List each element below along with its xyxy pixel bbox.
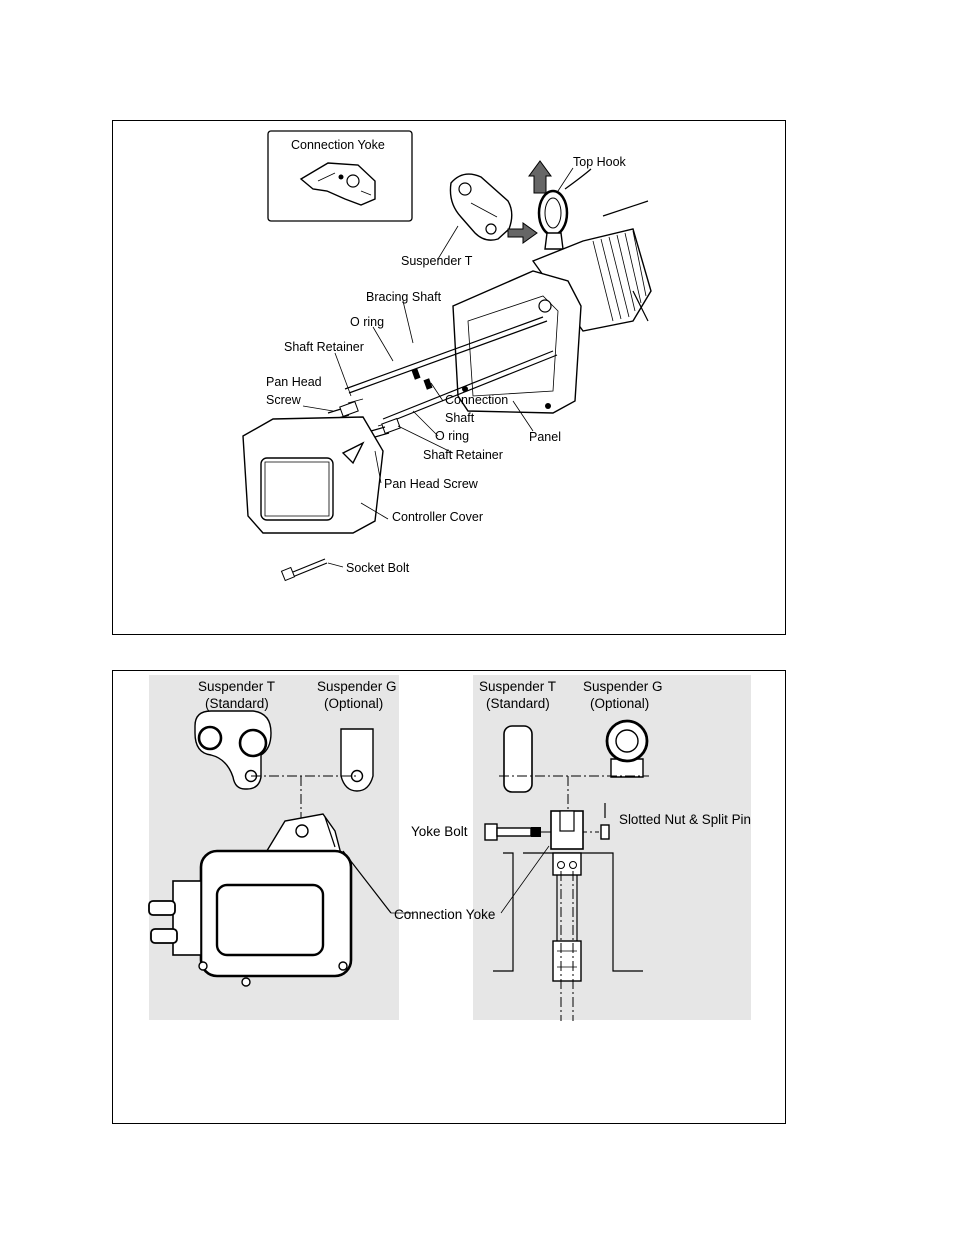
yoke-leader-right	[500, 845, 550, 914]
label-pan-head-screw-2: Pan Head Screw	[384, 477, 479, 491]
label-shaft-retainer-1: Shaft Retainer	[284, 340, 364, 354]
label-left-suspender-g: Suspender G	[317, 679, 397, 694]
label-connection-yoke: Connection Yoke	[394, 907, 495, 922]
label-right-standard: (Standard)	[486, 696, 550, 711]
suspension-view-panel: Suspender T (Standard) Suspender G (Opti…	[112, 670, 786, 1124]
right-suspender-g	[605, 719, 649, 778]
left-suspender-g	[340, 728, 374, 792]
connection-yoke-inset: Connection Yoke	[267, 130, 413, 222]
hoist-motor-body	[531, 200, 652, 332]
right-suspender-t	[503, 725, 533, 793]
yoke-bolt-assembly	[484, 803, 610, 850]
controller-cover-part	[242, 416, 384, 534]
label-panel: Panel	[529, 430, 561, 444]
label-right-suspender-g: Suspender G	[583, 679, 663, 694]
label-right-suspender-t: Suspender T	[479, 679, 556, 694]
suspender-t-part	[449, 173, 513, 241]
exploded-view-diagram: Connection Yoke	[242, 130, 652, 582]
label-connection: Connection	[445, 393, 508, 407]
label-left-optional: (Optional)	[324, 696, 383, 711]
left-suspender-t	[194, 710, 272, 790]
label-top-hook: Top Hook	[573, 155, 627, 169]
label-o-ring-1: O ring	[350, 315, 384, 329]
left-hoist-body	[148, 813, 392, 987]
label-right-optional: (Optional)	[590, 696, 649, 711]
label-socket-bolt: Socket Bolt	[346, 561, 410, 575]
label-bracing-shaft: Bracing Shaft	[366, 290, 442, 304]
label-shaft-retainer-2: Shaft Retainer	[423, 448, 503, 462]
exploded-view-panel: Connection Yoke	[112, 120, 786, 635]
top-hook-part	[537, 168, 592, 250]
panel-box	[452, 270, 582, 414]
direction-arrows	[507, 160, 552, 244]
leader-lines	[302, 167, 574, 568]
suspension-diagram: Suspender T (Standard) Suspender G (Opti…	[148, 675, 751, 1021]
label-screw-1: Screw	[266, 393, 302, 407]
label-pan-head-1: Pan Head	[266, 375, 322, 389]
label-left-standard: (Standard)	[205, 696, 269, 711]
label-suspender-t: Suspender T	[401, 254, 473, 268]
label-left-suspender-t: Suspender T	[198, 679, 275, 694]
label-o-ring-2: O ring	[435, 429, 469, 443]
inset-title: Connection Yoke	[291, 138, 385, 152]
label-controller-cover: Controller Cover	[392, 510, 483, 524]
label-slotted-nut: Slotted Nut & Split Pin	[619, 812, 751, 827]
label-yoke-bolt: Yoke Bolt	[411, 824, 468, 839]
socket-bolt-part	[280, 558, 328, 582]
label-shaft: Shaft	[445, 411, 475, 425]
screws-and-retainers	[327, 400, 401, 438]
right-hoist-frame	[493, 852, 643, 1021]
